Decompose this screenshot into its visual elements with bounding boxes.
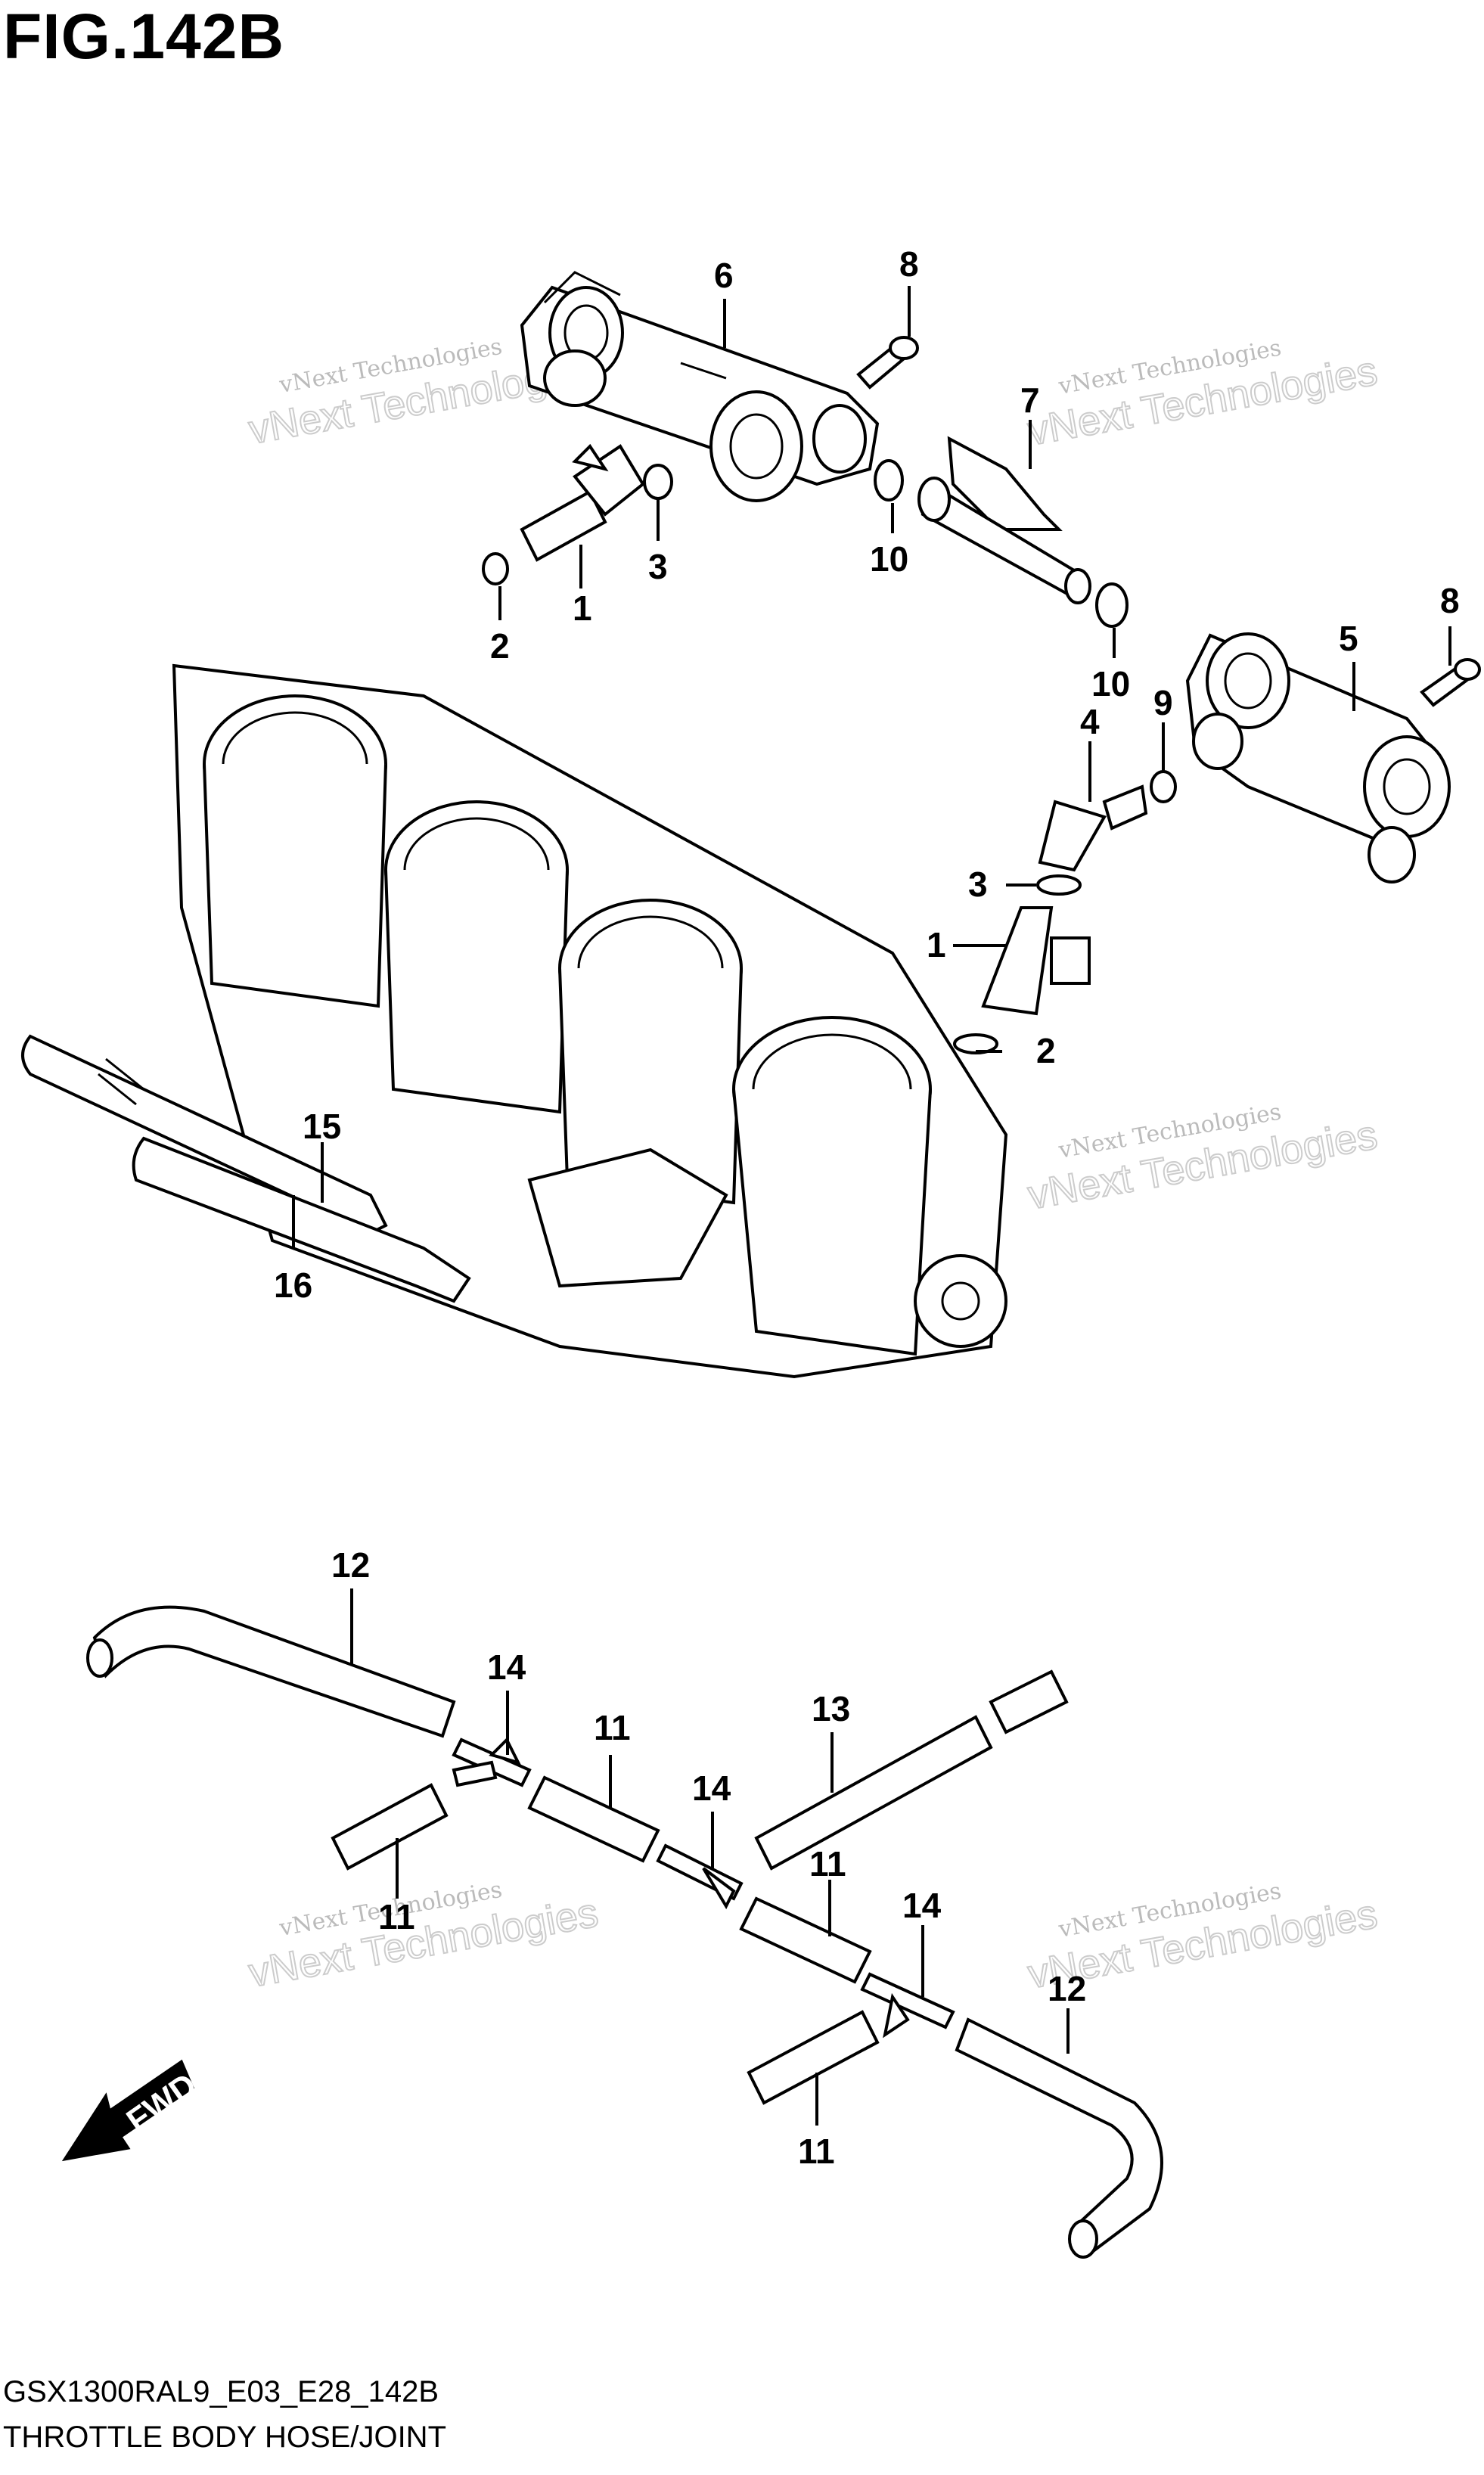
breather-hose-15 bbox=[21, 1034, 388, 1235]
callout-1-upper: 1 bbox=[573, 588, 592, 628]
callout-14-center: 14 bbox=[692, 1769, 731, 1808]
watermark-mid-right: vNext Technologies vNext Technologies bbox=[1024, 1098, 1382, 1219]
hose-11-c bbox=[739, 1896, 872, 1984]
callout-7: 7 bbox=[1020, 380, 1040, 420]
callout-11-c: 11 bbox=[809, 1844, 846, 1883]
callout-10-lower: 10 bbox=[1091, 664, 1130, 703]
callout-9: 9 bbox=[1153, 683, 1173, 722]
fuel-feed-pipe-joint bbox=[917, 436, 1091, 604]
o-ring-10-upper bbox=[874, 459, 904, 502]
callout-10-upper: 10 bbox=[870, 539, 908, 579]
hose-11-b bbox=[331, 1783, 449, 1871]
callout-6: 6 bbox=[714, 256, 734, 295]
callout-5: 5 bbox=[1339, 619, 1358, 658]
hose-11-a bbox=[527, 1775, 660, 1863]
callout-12-left: 12 bbox=[331, 1545, 370, 1585]
figure-title: FIG.142B bbox=[3, 1, 285, 72]
fuel-delivery-pipe-right bbox=[1185, 632, 1451, 883]
joint-14-right bbox=[860, 1972, 955, 2039]
diagram-caption: THROTTLE BODY HOSE/JOINT bbox=[3, 2421, 446, 2454]
fuel-injector-upper bbox=[520, 443, 645, 562]
callout-numbers: 6 8 7 8 5 10 10 9 4 3 1 2 3 1 2 15 16 12… bbox=[274, 244, 1460, 2171]
vacuum-hose-12-right bbox=[955, 2017, 1163, 2259]
callout-2-lower: 2 bbox=[1036, 1031, 1056, 1070]
bolt-right bbox=[1420, 658, 1481, 707]
joint-14-center bbox=[656, 1843, 744, 1910]
callout-8-upper: 8 bbox=[899, 244, 919, 284]
fuel-hose-4 bbox=[1038, 784, 1148, 872]
fuel-injector-lower bbox=[981, 906, 1091, 1016]
callout-1-lower: 1 bbox=[927, 925, 946, 964]
callout-14-right: 14 bbox=[902, 1886, 942, 1925]
callout-15: 15 bbox=[303, 1107, 341, 1146]
vacuum-hose-12-left bbox=[86, 1605, 456, 1738]
watermark-low-left: vNext Technologies vNext Technologies bbox=[245, 1877, 603, 1997]
o-ring-3-lower bbox=[1036, 874, 1082, 896]
callout-4: 4 bbox=[1080, 702, 1100, 741]
o-ring-10-lower bbox=[1095, 582, 1129, 628]
watermark-top-right: vNext Technologies vNext Technologies bbox=[1024, 334, 1382, 455]
throttle-body-assembly bbox=[172, 663, 1008, 1379]
callout-3-lower: 3 bbox=[968, 865, 988, 904]
callout-11-a: 11 bbox=[594, 1708, 631, 1747]
breather-hose-16 bbox=[132, 1136, 471, 1303]
joint-14-left bbox=[452, 1737, 532, 1787]
callout-2-upper: 2 bbox=[490, 626, 510, 666]
o-ring-9 bbox=[1150, 770, 1177, 803]
callout-14-left: 14 bbox=[487, 1647, 526, 1687]
callout-11-b: 11 bbox=[378, 1897, 415, 1936]
callout-16: 16 bbox=[274, 1265, 312, 1305]
washer-2-upper bbox=[482, 552, 509, 585]
model-code: GSX1300RAL9_E03_E28_142B bbox=[3, 2375, 439, 2408]
callout-3-upper: 3 bbox=[648, 547, 668, 586]
callout-12-right: 12 bbox=[1048, 1969, 1086, 2008]
callout-11-d: 11 bbox=[798, 2132, 835, 2171]
leader-lines bbox=[292, 286, 1451, 2126]
fuel-delivery-pipe-upper bbox=[520, 271, 880, 502]
hose-13 bbox=[754, 1669, 1069, 1871]
bolt-upper bbox=[856, 336, 919, 390]
hose-11-d bbox=[747, 2010, 880, 2105]
callout-8-right: 8 bbox=[1440, 581, 1460, 620]
callout-13: 13 bbox=[812, 1689, 850, 1728]
forward-arrow-icon: FWD bbox=[61, 2059, 203, 2162]
o-ring-3-upper bbox=[643, 464, 673, 500]
